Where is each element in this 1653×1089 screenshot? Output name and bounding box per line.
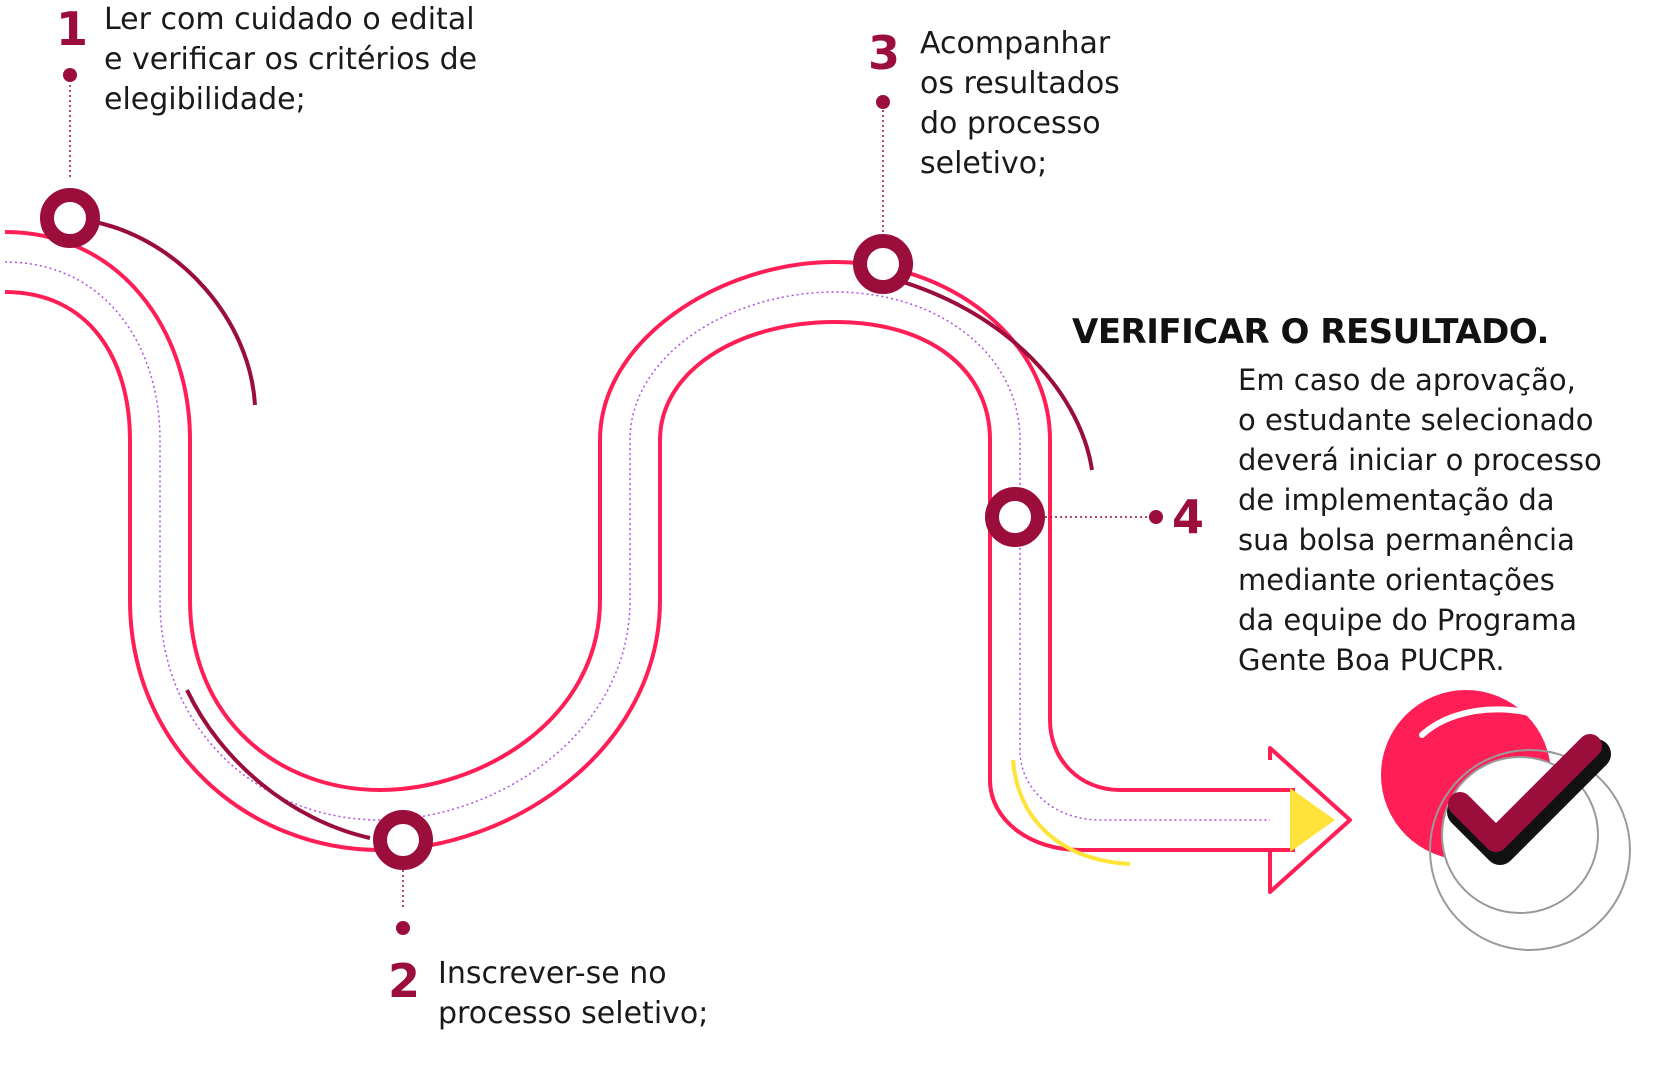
ring-marker-icon <box>40 188 100 248</box>
path-center-dotted-line <box>4 261 1270 821</box>
ring-marker-icon <box>853 234 913 294</box>
ring-marker-icon <box>985 487 1045 547</box>
arrow-yellow-tip-icon <box>1290 788 1335 852</box>
accent-arc-step3 <box>864 270 1094 471</box>
step-3-text: Acompanhar os resultados do processo sel… <box>920 24 1120 184</box>
accent-arc-step1 <box>94 220 257 406</box>
bullet-dot-step1 <box>63 68 77 82</box>
step-3-number: 3 <box>868 26 901 80</box>
arrow-right-icon <box>1268 746 1352 894</box>
step-4-line: sua bolsa permanência <box>1238 523 1575 557</box>
step-1-line: elegibilidade; <box>104 82 306 117</box>
accent-arc-yellow <box>1011 759 1131 866</box>
step-3-line: do processo <box>920 106 1101 141</box>
step-4-number: 4 <box>1172 490 1205 544</box>
accent-arc-step2 <box>185 689 371 840</box>
step-4-line: Gente Boa PUCPR. <box>1238 643 1505 677</box>
step-4-line: Em caso de aprovação, <box>1238 363 1576 397</box>
step-3-line: Acompanhar <box>920 26 1111 61</box>
path-outer-edge <box>4 230 1295 793</box>
bullet-dot-step2 <box>396 921 410 935</box>
step-4-line: de implementação da <box>1238 483 1555 517</box>
step-4-line: deverá iniciar o processo <box>1238 443 1602 477</box>
step-1-text: Ler com cuidado o edital e verificar os … <box>104 0 477 120</box>
step-2-line: Inscrever-se no <box>438 956 667 991</box>
step-2-text: Inscrever-se no processo seletivo; <box>438 954 708 1034</box>
step-2-line: processo seletivo; <box>438 996 709 1031</box>
ring-marker-icon <box>373 810 433 870</box>
step-4-line: mediante orientações <box>1238 563 1555 597</box>
step-1-number: 1 <box>56 2 89 56</box>
step-4-line: da equipe do Programa <box>1238 603 1578 637</box>
step-1-line: e verificar os critérios de <box>104 42 478 77</box>
step-3-line: seletivo; <box>920 146 1048 181</box>
step-4-heading: VERIFICAR O RESULTADO. <box>1072 312 1549 352</box>
bullet-dot-step3 <box>876 95 890 109</box>
step-2-number: 2 <box>388 954 421 1008</box>
bullet-dot-step4 <box>1149 510 1163 524</box>
checkmark-icon <box>1381 690 1631 951</box>
step-4-text: Em caso de aprovação, o estudante seleci… <box>1238 360 1602 680</box>
step-1-line: Ler com cuidado o edital <box>104 2 475 37</box>
step-4-line: o estudante selecionado <box>1238 403 1594 437</box>
step-3-line: os resultados <box>920 66 1120 101</box>
path-inner-edge <box>4 290 1295 853</box>
